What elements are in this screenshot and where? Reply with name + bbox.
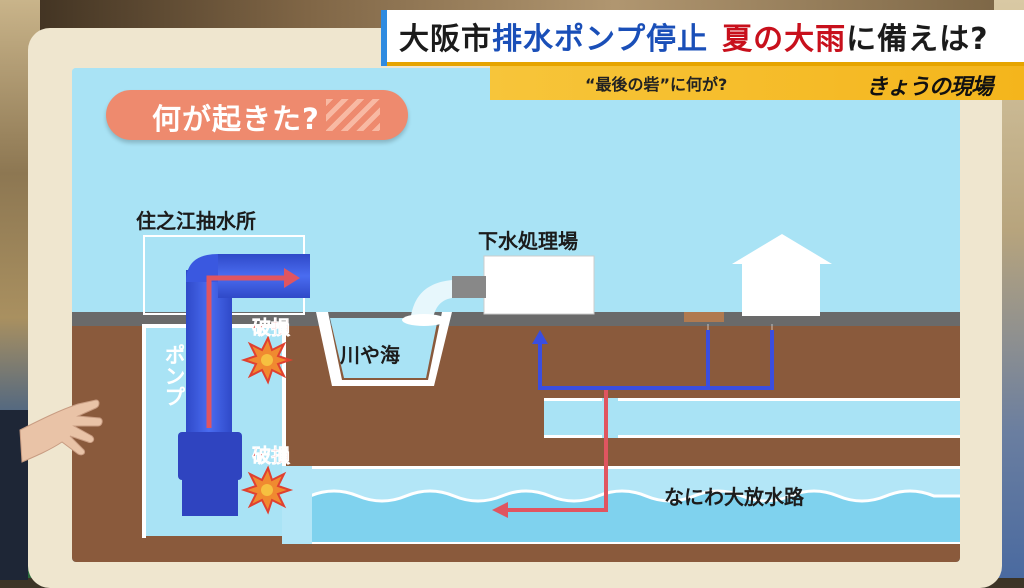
headline-suffix: に備えは? xyxy=(846,22,989,57)
damage-label-1: 破損 xyxy=(252,317,291,339)
station-label: 住之江抽水所 xyxy=(136,209,256,233)
pump-body xyxy=(178,432,242,480)
ground-surface xyxy=(72,312,960,326)
sewage-treatment-plant xyxy=(483,255,595,315)
damage-label-2: 破損 xyxy=(252,445,291,467)
damage-icon-1 xyxy=(240,335,294,385)
program-logo: きょうの現場 xyxy=(866,75,993,100)
headline-telop: 大阪市 排水ポンプ停止 夏の大雨 に備えは? xyxy=(381,10,1024,66)
pump-flow-arrow xyxy=(206,275,288,428)
headline-highlight-blue: 排水ポンプ停止 xyxy=(492,22,709,57)
pill-stripe-decoration xyxy=(326,99,380,131)
treatment-plant-label: 下水処理場 xyxy=(478,229,578,253)
pipe-arrow-up xyxy=(532,330,548,344)
river-channel xyxy=(330,318,438,378)
outfall-pipe xyxy=(452,276,486,298)
damage-icon-2 xyxy=(240,465,294,515)
manhole xyxy=(684,312,724,322)
flow-arrow-red xyxy=(504,390,608,512)
pump-base xyxy=(182,480,238,516)
house-body xyxy=(742,264,820,316)
house-roof xyxy=(732,234,832,264)
diagram-panel: 住之江抽水所 下水処理場 川や海 破損 破損 なにわ大放水路 ポンプ xyxy=(72,68,960,562)
headline-highlight-red: 夏の大雨 xyxy=(722,22,847,57)
tunnel-label: なにわ大放水路 xyxy=(664,485,805,509)
pill-label: 何が起きた? xyxy=(152,102,320,136)
presenter-hand xyxy=(0,399,103,580)
telop-accent-bar xyxy=(381,10,387,66)
outfall-water xyxy=(410,280,452,324)
pump-label: ポンプ xyxy=(162,343,186,407)
what-happened-pill: 何が起きた? xyxy=(106,90,408,140)
sub-telop: “最後の砦”に何が? きょうの現場 xyxy=(490,66,1024,100)
sub-telop-text: “最後の砦”に何が? xyxy=(585,75,728,94)
river-label: 川や海 xyxy=(339,343,400,367)
drainage-diagram: 住之江抽水所 下水処理場 川や海 破損 破損 なにわ大放水路 ポンプ xyxy=(72,68,960,562)
headline-prefix: 大阪市 xyxy=(399,22,492,57)
sewer-pipes xyxy=(538,330,774,390)
tunnel-water xyxy=(310,491,960,542)
